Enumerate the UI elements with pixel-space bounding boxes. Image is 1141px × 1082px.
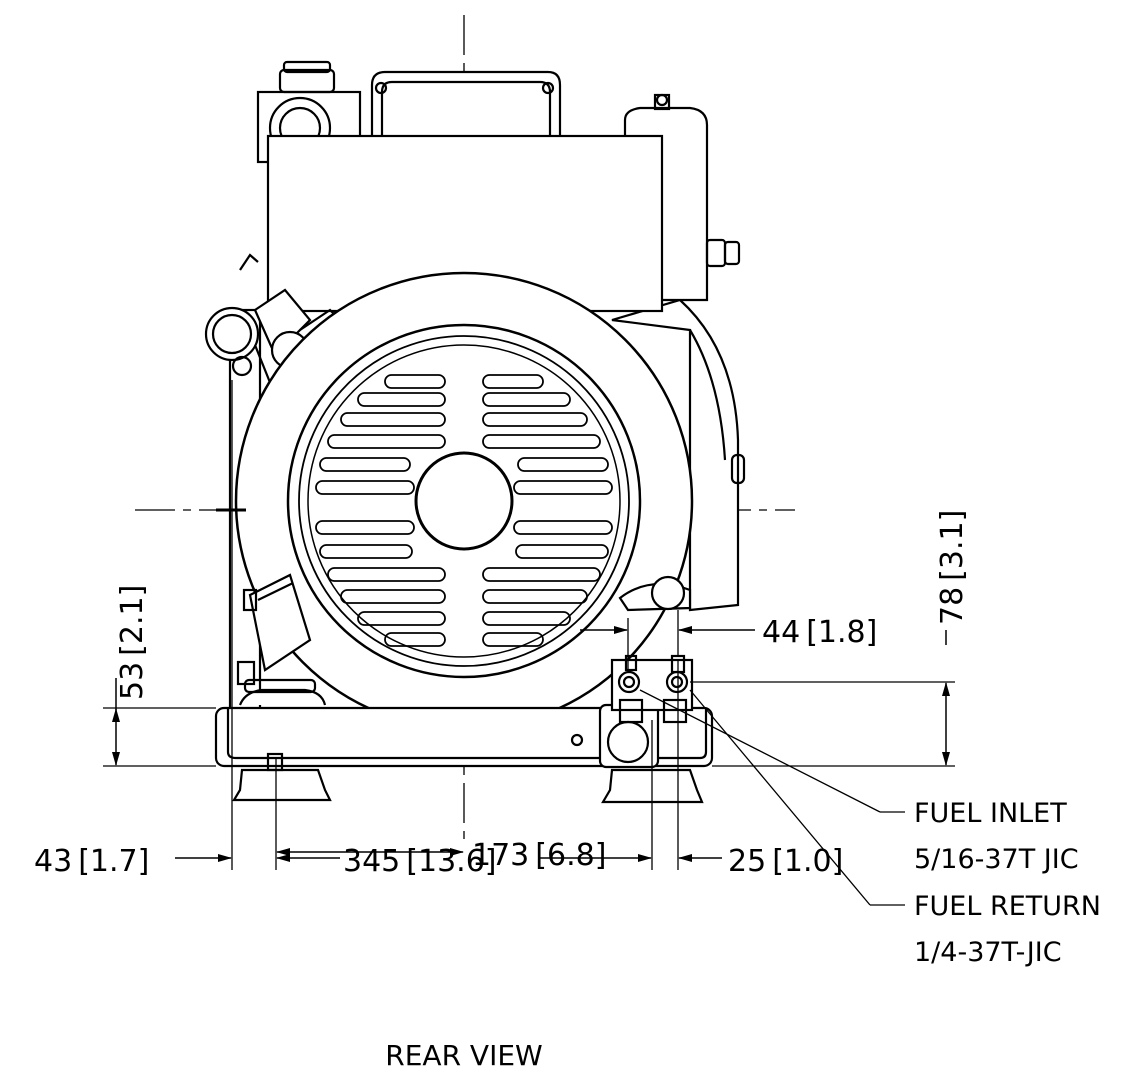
- dim-44: 44[1.8]: [762, 615, 877, 650]
- dim-53: 53[2.1]: [115, 585, 150, 700]
- svg-text:53[2.1]: 53[2.1]: [115, 585, 150, 700]
- dim-78-in: 3.1: [935, 521, 970, 569]
- dim-173: 173[6.8]: [472, 838, 606, 873]
- fuel-return-label: FUEL RETURN: [914, 891, 1101, 922]
- dim-53-in: 2.1: [115, 596, 150, 644]
- dim-78-mm: 78: [935, 587, 970, 625]
- dim-78: 78[3.1]: [935, 510, 970, 625]
- dim-345: 345[13.6]: [343, 844, 497, 879]
- callout-leaders: [639, 689, 905, 906]
- dim-44-mm: 44: [762, 615, 800, 650]
- dim-173-in: 6.8: [547, 838, 595, 873]
- dim-345-in: 13.6: [418, 844, 485, 879]
- dim-43-in: 1.7: [90, 844, 138, 879]
- base-frame: [214, 508, 714, 804]
- extension-lines: [103, 380, 955, 870]
- fuel-return-spec: 1/4-37T-JIC: [914, 937, 1062, 968]
- fuel-inlet-label: FUEL INLET: [914, 798, 1067, 829]
- svg-text:78[3.1]: 78[3.1]: [935, 510, 970, 625]
- dim-25-in: 1.0: [784, 844, 832, 879]
- dim-25: 25[1.0]: [728, 844, 843, 879]
- dim-53-mm: 53: [115, 662, 150, 700]
- dim-345-mm: 345: [343, 844, 400, 879]
- view-title: REAR VIEW: [385, 1039, 542, 1072]
- dim-173-mm: 173: [472, 838, 529, 873]
- generator-end-cover: [234, 271, 694, 731]
- dim-43-mm: 43: [34, 844, 72, 879]
- dim-25-mm: 25: [728, 844, 766, 879]
- generator-body: [204, 60, 746, 712]
- fuel-inlet-spec: 5/16-37T JIC: [914, 844, 1079, 875]
- dim-44-in: 1.8: [818, 615, 866, 650]
- dim-43: 43[1.7]: [34, 844, 149, 879]
- dimension-lines: [112, 626, 950, 862]
